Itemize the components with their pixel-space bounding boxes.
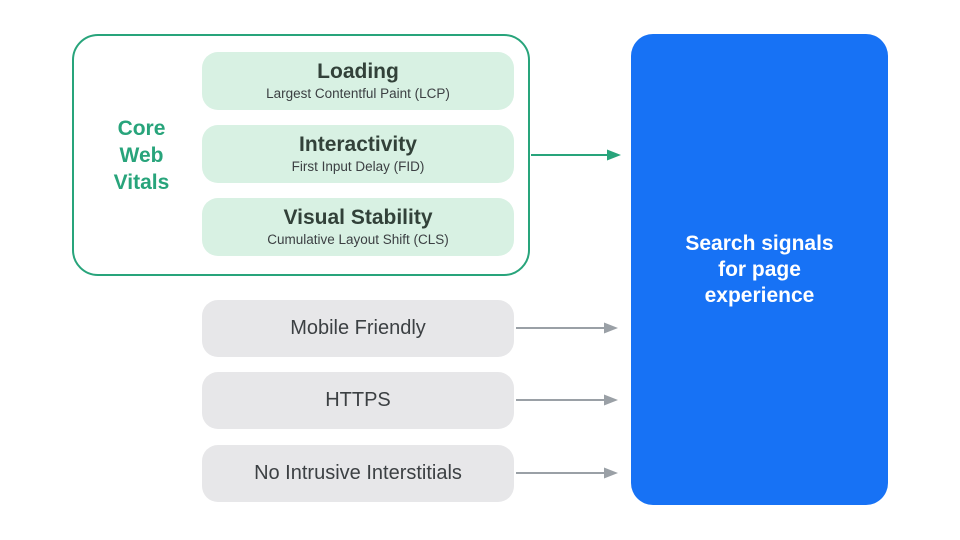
cwv-pill-loading-title: Loading (317, 60, 399, 83)
signal-pill-mobile-friendly: Mobile Friendly (202, 300, 514, 357)
signal-mobile-friendly-label: Mobile Friendly (290, 317, 426, 339)
core-web-vitals-arrow-icon (531, 149, 621, 161)
cwv-pill-loading: Loading Largest Contentful Paint (LCP) (202, 52, 514, 110)
core-web-vitals-group: Core Web Vitals Loading Largest Contentf… (72, 34, 530, 276)
signal-https-label: HTTPS (325, 389, 391, 411)
search-signals-box: Search signals for page experience (631, 34, 888, 505)
search-signals-label: Search signals for page experience (685, 231, 834, 307)
cwv-pill-visual-stability-subtitle: Cumulative Layout Shift (CLS) (267, 232, 449, 247)
no-intrusive-interstitials-arrow-icon (516, 467, 618, 479)
cwv-pill-interactivity: Interactivity First Input Delay (FID) (202, 125, 514, 183)
mobile-friendly-arrow-icon (516, 322, 618, 334)
core-web-vitals-label: Core Web Vitals (74, 36, 209, 274)
cwv-pill-loading-subtitle: Largest Contentful Paint (LCP) (266, 86, 450, 101)
cwv-pill-visual-stability-title: Visual Stability (283, 206, 433, 229)
cwv-pill-interactivity-title: Interactivity (299, 133, 417, 156)
signal-pill-no-intrusive-interstitials: No Intrusive Interstitials (202, 445, 514, 502)
cwv-pill-interactivity-subtitle: First Input Delay (FID) (291, 159, 425, 174)
cwv-pill-visual-stability: Visual Stability Cumulative Layout Shift… (202, 198, 514, 256)
signal-no-intrusive-interstitials-label: No Intrusive Interstitials (254, 462, 462, 484)
https-arrow-icon (516, 394, 618, 406)
signal-pill-https: HTTPS (202, 372, 514, 429)
core-web-vitals-label-text: Core Web Vitals (113, 116, 170, 194)
